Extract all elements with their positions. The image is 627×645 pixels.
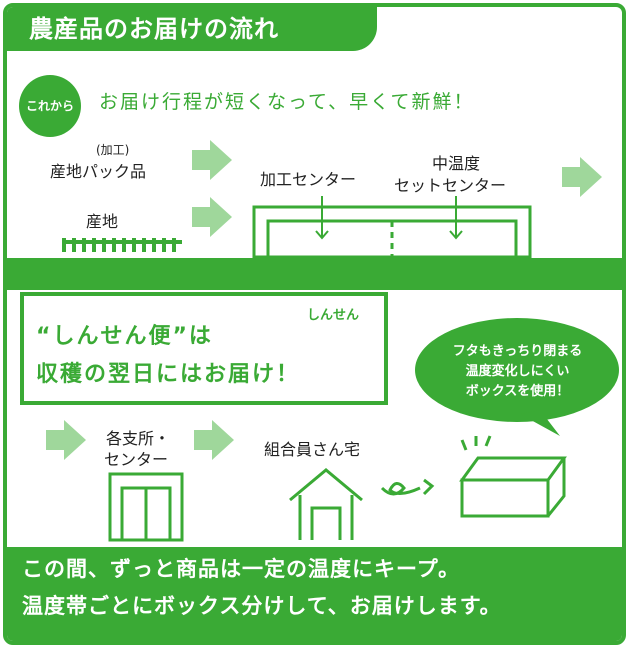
footer-line-2: 温度帯ごとにボックス分けして、お届けします。 xyxy=(22,594,502,618)
processed-label: (加工) xyxy=(96,143,130,157)
promo-line-2: 収穫の翌日にはお届け！ xyxy=(36,362,301,387)
bubble-line-3: ボックスを使用！ xyxy=(465,384,570,399)
arrow-right-icon xyxy=(192,140,232,180)
delivery-arrow-icon xyxy=(380,478,435,496)
medium-temp-label-2: セットセンター xyxy=(394,176,507,195)
down-arrow-icon xyxy=(315,196,463,240)
promo-line-1: “しんせん便”は xyxy=(36,324,213,349)
branch-label-2: センター xyxy=(104,450,169,469)
page-title: 農産品のお届けの流れ xyxy=(7,7,377,51)
arrow-right-icon xyxy=(562,157,602,197)
logo-text-1: しんせん xyxy=(307,308,360,323)
medium-temp-label-1: 中温度 xyxy=(432,154,481,173)
intro-text: お届け行程が短くなって、早くて新鮮！ xyxy=(99,91,475,113)
pack-product-label: 産地パック品 xyxy=(50,162,147,181)
center-building-icon xyxy=(252,205,532,259)
house-icon xyxy=(289,468,363,540)
processing-center-label: 加工センター xyxy=(260,170,357,189)
bubble-line-2: 温度変化しにくい xyxy=(465,364,570,379)
section-divider xyxy=(7,258,622,290)
bubble-line-1: フタもきっちり閉まる xyxy=(452,344,583,359)
branch-label-1: 各支所・ xyxy=(106,429,171,448)
origin-label: 産地 xyxy=(86,212,119,231)
footer-line-1: この間、ずっと商品は一定の温度にキープ。 xyxy=(22,557,461,581)
promo-box xyxy=(20,292,388,405)
intro-badge: これから xyxy=(19,75,81,137)
logo-text-2: 便 xyxy=(347,331,361,347)
branch-building-icon xyxy=(108,472,184,542)
arrow-right-icon xyxy=(192,197,232,237)
arrow-right-icon xyxy=(46,420,86,460)
speech-bubble xyxy=(415,318,619,436)
box-icon xyxy=(459,435,567,518)
footer-band xyxy=(7,547,622,641)
arrow-right-icon xyxy=(194,420,234,460)
member-home-label: 組合員さん宅 xyxy=(264,440,361,459)
field-icon xyxy=(62,238,182,252)
